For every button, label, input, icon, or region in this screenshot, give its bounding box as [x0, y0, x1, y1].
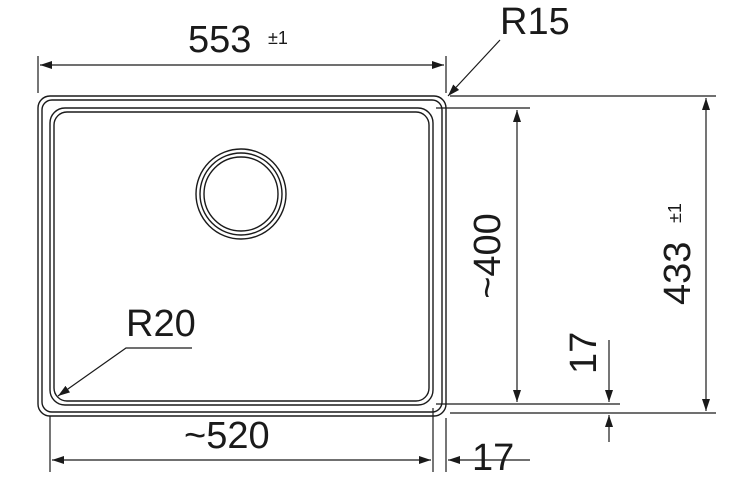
rim-right-label: 17 [472, 437, 514, 479]
overall-width-tolerance: ±1 [268, 28, 288, 48]
bowl-depth-label: ~400 [467, 213, 509, 299]
bowl-width-label: ~520 [184, 415, 270, 457]
sink-outer-outline-inner [41, 99, 443, 413]
drain-circle-outer [195, 148, 287, 240]
bowl-outline [49, 107, 434, 406]
drain-circle-middle [199, 152, 283, 236]
sink-outer-outline [37, 95, 447, 417]
r15-leader [447, 39, 501, 97]
bowl-outline-inner [53, 111, 430, 402]
r20-leader [57, 347, 192, 397]
overall-width-label: 553 [188, 19, 251, 61]
overall-depth-tolerance: ±1 [665, 203, 685, 223]
overall-depth-label: 433 [657, 242, 699, 305]
r20-label: R20 [126, 303, 196, 345]
drain-circle-inner [203, 156, 279, 232]
r15-label: R15 [500, 1, 570, 43]
rim-bottom-label: 17 [563, 332, 605, 374]
